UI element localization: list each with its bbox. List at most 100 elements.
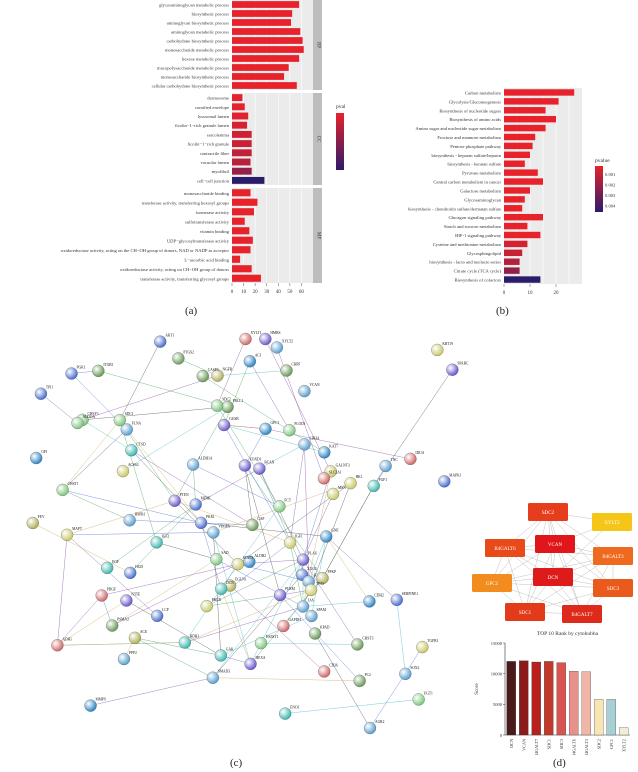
- ppi-edge: [216, 559, 304, 607]
- ppi-node: [120, 594, 133, 607]
- go-term-label: vacuolar lumen: [201, 160, 230, 165]
- go-x-tick-label: 20: [253, 290, 259, 295]
- ppi-edge: [184, 606, 304, 643]
- kegg-term-label: Glycosaminoglycan: [464, 197, 501, 202]
- go-term-label: isomerase activity: [196, 210, 230, 215]
- hub-node-label: B4GALT7: [571, 613, 593, 618]
- go-bar: [232, 274, 261, 282]
- go-bar: [232, 1, 300, 8]
- ppi-node-label: HGD: [135, 565, 143, 569]
- go-bar: [232, 73, 285, 80]
- ppi-edge: [244, 465, 323, 579]
- ppi-edge: [229, 585, 325, 672]
- kegg-bar: [504, 213, 543, 221]
- ppi-node: [273, 500, 286, 513]
- ppi-node: [404, 452, 417, 466]
- cytohubba-x-label: B4GALT3: [584, 739, 589, 755]
- ppi-node-label: FLNA: [132, 421, 142, 425]
- ppi-edge: [82, 375, 218, 421]
- ppi-node-label: FCT: [284, 498, 291, 502]
- ppi-node: [120, 423, 133, 436]
- go-term-label: UDP−glycosyltransferase activity: [167, 238, 230, 243]
- kegg-term-label: Cysteine and methionine metabolism: [433, 242, 502, 247]
- ppi-node-label: GPI: [41, 450, 48, 454]
- cytohubba-x-label: DCN: [509, 739, 514, 748]
- ppi-edge: [98, 370, 228, 408]
- go-enrichment-chart: glycosaminoglycan metabolic processbiosy…: [61, 0, 345, 295]
- kegg-legend-tick: 0.001: [605, 172, 616, 177]
- ppi-edge: [213, 532, 222, 656]
- ppi-node: [318, 446, 331, 459]
- kegg-term-label: biosynthesis - keratan sulfate: [448, 162, 501, 167]
- go-term-label: aminoglycan metabolic process: [171, 30, 229, 35]
- ppi-edge: [126, 600, 221, 656]
- ppi-node-label: CHPF: [291, 363, 300, 367]
- ppi-edge: [220, 615, 312, 656]
- ppi-node: [298, 438, 311, 451]
- ppi-edge: [302, 471, 331, 560]
- ppi-node: [308, 627, 322, 640]
- ppi-node-label: GALNT3: [336, 463, 350, 467]
- ppi-node: [71, 416, 84, 430]
- go-bar: [232, 140, 252, 148]
- ppi-node: [196, 369, 209, 383]
- kegg-bar: [504, 258, 520, 265]
- ppi-edge: [289, 444, 305, 543]
- ppi-node: [194, 516, 208, 529]
- ppi-node-label: PDGF: [107, 587, 116, 591]
- ppi-node-label: TNC: [391, 458, 399, 462]
- kegg-term-label: biosynthesis - chondroitin sulfate/derma…: [408, 206, 501, 211]
- cytohubba-bars: TOP 10 Rank by cytohubbaScore05000100001…: [475, 631, 630, 755]
- ppi-edge: [223, 424, 291, 543]
- go-bar: [232, 130, 252, 138]
- hub-edge: [547, 511, 614, 589]
- ppi-node: [123, 514, 136, 527]
- ppi-edge: [82, 406, 228, 421]
- hub-node-label: B4GALT6: [494, 547, 516, 552]
- ppi-edge: [134, 637, 213, 678]
- go-term-label: oxidoreductase activity, acting on CH−OH…: [120, 267, 229, 273]
- ppi-node: [270, 341, 284, 354]
- ppi-node-label: UGT1: [424, 691, 433, 695]
- ppi-node: [353, 674, 366, 688]
- ppi-node-label: LCP: [162, 608, 169, 612]
- ppi-node-label: KAT7: [329, 444, 338, 448]
- ppi-node-label: KPAD: [320, 626, 330, 630]
- ppi-node-label: GNE: [331, 528, 339, 532]
- cytohubba-y-tick-label: 10000: [491, 671, 503, 676]
- kegg-term-label: Central carbon metabolism in cancer: [433, 180, 501, 185]
- go-term-label: ficolin−1−rich granule: [187, 142, 229, 147]
- kegg-bar: [504, 89, 575, 96]
- ppi-node: [116, 464, 130, 478]
- ppi-edge: [57, 642, 185, 646]
- ppi-node: [320, 530, 333, 543]
- ppi-node: [150, 536, 163, 549]
- kegg-term-label: Glycolysis/Gluconeogenesis: [449, 99, 502, 104]
- go-pvalue-legend: pvalue1e-042e-043e-044e-04: [336, 104, 345, 170]
- go-term-label: sarcolemma: [207, 132, 229, 137]
- go-term-label: lysosomal lumen: [198, 114, 230, 119]
- ppi-edge: [62, 489, 130, 521]
- ppi-node-label: HS3ST1: [266, 635, 279, 639]
- kegg-bar: [504, 240, 528, 248]
- ppi-edge: [244, 465, 253, 525]
- ppi-edge: [212, 559, 304, 678]
- ppi-node: [273, 588, 287, 602]
- ppi-node-label: SLC2A1: [329, 470, 342, 474]
- ppi-node: [200, 599, 213, 613]
- ppi-node: [117, 652, 131, 666]
- kegg-enrichment-chart: Carbon metabolismGlycolysis/Gluconeogene…: [408, 88, 616, 296]
- ppi-node-label: CHST1: [68, 482, 79, 486]
- ppi-node-label: LDHA: [309, 436, 319, 440]
- go-bar: [232, 19, 292, 26]
- ppi-node-label: XYLT2: [282, 339, 293, 343]
- ppi-node: [363, 595, 376, 608]
- go-bar: [232, 217, 245, 225]
- kegg-term-label: HIF-1 signaling pathway: [455, 233, 502, 238]
- ppi-edge: [244, 428, 266, 466]
- go-term-label: cellular carbohydrate biosynthetic proce…: [152, 84, 230, 89]
- cytohubba-bar: [569, 671, 579, 736]
- go-term-label: sulfotransferase activity: [185, 219, 230, 224]
- go-bar: [232, 37, 303, 44]
